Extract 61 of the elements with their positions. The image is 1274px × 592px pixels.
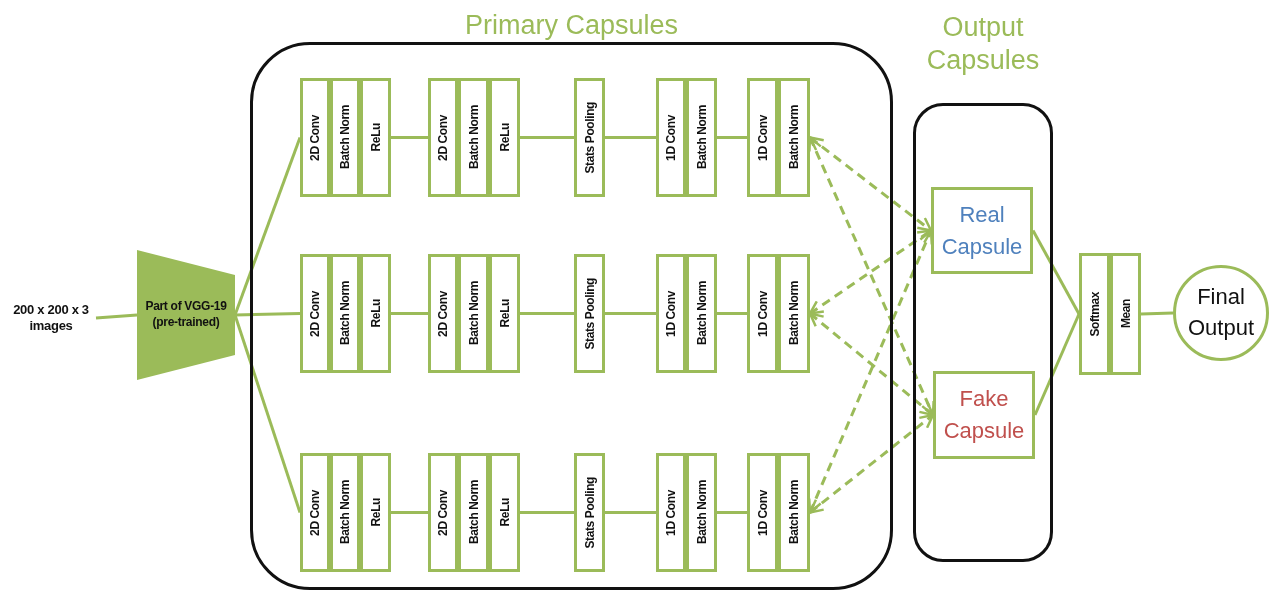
layer-block: ReLu [360,78,391,197]
layer-block: Batch Norm [458,78,489,197]
layer-block: Stats Pooling [574,453,605,572]
layer-block: Batch Norm [458,453,489,572]
encoder-trapezoid: Part of VGG-19 (pre-trained) [137,250,235,380]
layer-block: ReLu [489,453,520,572]
layer-block: Stats Pooling [574,254,605,373]
layer-block: Batch Norm [330,453,360,572]
layer-block: ReLu [360,254,391,373]
layer-block: Batch Norm [778,453,810,572]
connector [605,312,656,315]
connector [808,413,935,514]
output-circle: Final Output [1173,265,1269,361]
layer-block: 1D Conv [656,78,686,197]
connector [391,312,428,315]
connector [1033,313,1081,416]
connector [520,511,574,514]
connector [391,511,428,514]
group-title: Output Capsules [926,11,1040,76]
layer-block: Batch Norm [458,254,489,373]
layer-block: 2D Conv [428,453,458,572]
layer-block: 2D Conv [300,453,330,572]
connector [1031,229,1081,315]
connector [234,312,301,317]
connector [717,511,747,514]
group-title: Primary Capsules [463,8,680,41]
layer-block: 1D Conv [656,254,686,373]
layer-block: Batch Norm [330,78,360,197]
connector [520,312,574,315]
capsule-box: Real Capsule [931,187,1033,274]
connector [520,136,574,139]
input-label: 200 x 200 x 3 images [4,298,98,338]
layer-block: Batch Norm [778,78,810,197]
layer-block: ReLu [489,78,520,197]
layer-block: Softmax [1079,253,1110,375]
connector [391,136,428,139]
capsule-box: Fake Capsule [933,371,1035,459]
layer-block: 2D Conv [428,254,458,373]
layer-block: 2D Conv [300,254,330,373]
layer-block: Batch Norm [330,254,360,373]
layer-block: Batch Norm [686,453,717,572]
connector [605,136,656,139]
connector [808,312,935,417]
layer-block: 1D Conv [747,453,778,572]
layer-block: Mean [1110,253,1141,375]
connector [605,511,656,514]
connector [717,136,747,139]
layer-block: 2D Conv [300,78,330,197]
layer-block: 2D Conv [428,78,458,197]
layer-block: 1D Conv [747,254,778,373]
layer-block: ReLu [489,254,520,373]
layer-block: Stats Pooling [574,78,605,197]
layer-block: Batch Norm [778,254,810,373]
connector [1140,311,1174,316]
layer-block: ReLu [360,453,391,572]
layer-block: 1D Conv [747,78,778,197]
layer-block: 1D Conv [656,453,686,572]
layer-block: Batch Norm [686,78,717,197]
layer-block: Batch Norm [686,254,717,373]
connector [717,312,747,315]
connector [95,313,138,320]
